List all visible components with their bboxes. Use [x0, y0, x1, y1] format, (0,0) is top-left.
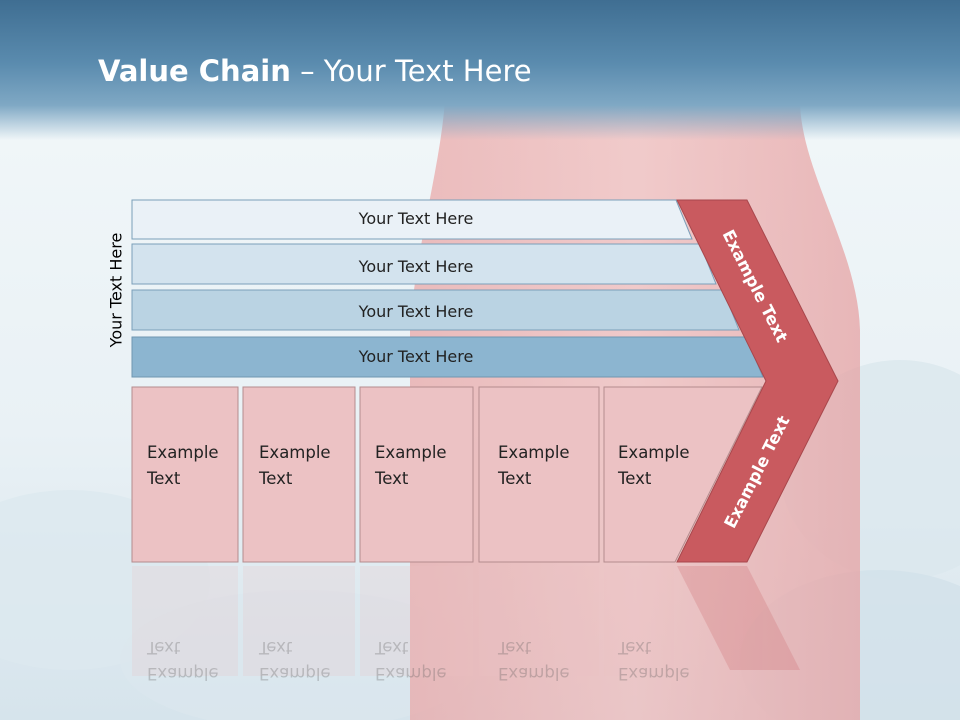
support-bar-1-label: Your Text Here	[358, 209, 474, 228]
support-bar-3-label: Your Text Here	[358, 302, 474, 321]
support-bar-2	[131, 243, 717, 285]
primary-box-3	[359, 386, 474, 563]
support-bar-1	[131, 199, 693, 240]
support-bar-4	[131, 336, 764, 378]
title-bold: Value Chain	[98, 54, 291, 88]
support-bar-2-label: Your Text Here	[358, 257, 474, 276]
primary-box-2	[242, 386, 356, 563]
primary-box-4	[478, 386, 600, 563]
title-rest: – Your Text Here	[290, 54, 532, 88]
support-bar-4-label: Your Text Here	[358, 347, 474, 366]
primary-box-1	[131, 386, 239, 563]
primary-box-5	[603, 386, 763, 563]
margin-chevron	[676, 199, 839, 563]
reflection	[132, 566, 800, 676]
title-bar	[0, 0, 960, 140]
support-bar-3	[131, 289, 740, 331]
slide-title: Value Chain – Your Text Here	[98, 54, 532, 88]
